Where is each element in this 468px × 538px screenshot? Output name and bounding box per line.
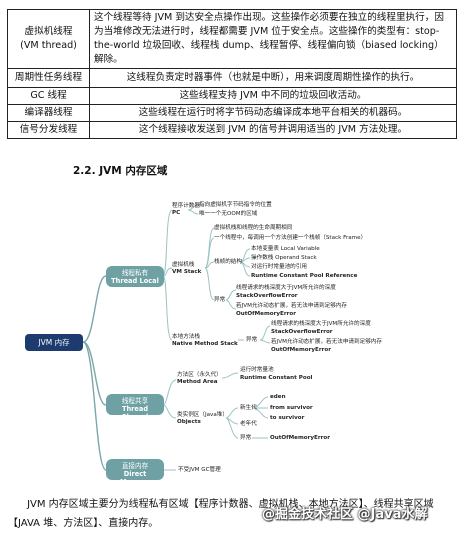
native-stack-exception-item: 若JVM允许动态扩展，若无法申请到足够内存 xyxy=(271,339,382,345)
young-gen-label: 新生代 xyxy=(240,405,257,411)
young-gen-item: eden xyxy=(270,394,286,400)
vm-stack-exception-label: 异常 xyxy=(214,297,226,303)
table-value: 这个线程等待 JVM 到达安全点操作出现。这些操作必须要在独立的线程里执行，因为… xyxy=(89,9,457,69)
watermark: @掘金技术社区 @Java水解 xyxy=(262,507,428,522)
vm-stack-exception-item: 线程请求的栈深度大于JVM所允许的深度 xyxy=(236,285,336,291)
method-area-label: 方法区（永久代） Method Area xyxy=(177,372,222,385)
native-stack-exception-label: 异常 xyxy=(246,337,258,343)
table-row: 信号分发线程 这个线程接收发送到 JVM 的信号并调用适当的 JVM 方法处理。 xyxy=(7,121,457,139)
old-gen-label: 老年代 xyxy=(240,421,257,427)
table-key: 虚拟机线程 (VM thread) xyxy=(7,9,90,69)
direct-memory-item: 不受JVM GC管理 xyxy=(178,467,221,473)
vm-stack-desc: 虚拟机栈和线程的生命周期相同 xyxy=(214,225,293,231)
native-stack-exception-item: StackOverflowError xyxy=(271,329,333,335)
node-thread-local: 线程私有 Thread Local xyxy=(106,266,164,287)
frame-item: 本地变量表 Local Variable xyxy=(251,246,320,252)
young-gen-item: to survivor xyxy=(270,415,305,421)
vm-stack-label: 虚拟机栈 VM Stack xyxy=(172,262,202,275)
pc-item: 唯一一个无OOM的区域 xyxy=(199,211,258,217)
vm-stack-exception-item: 若JVM允许动态扩展，若无法申请到足够内存 xyxy=(236,303,347,309)
vm-stack-exception-item: OutOfMemoryError xyxy=(236,311,296,317)
section-title: 2.2. JVM 内存区域 xyxy=(73,165,168,177)
heap-exception-item: OutOfMemoryError xyxy=(270,435,330,441)
method-area-item: Runtime Constant Pool xyxy=(240,375,313,381)
pc-label: 程序计数器 PC xyxy=(172,203,200,216)
method-area-item: 运行时常量池 xyxy=(240,367,274,373)
table-row: 周期性任务线程 这线程负责定时器事件（也就是中断），用来调度周期性操作的执行。 xyxy=(7,68,457,88)
frame-item: Runtime Constant Pool Reference xyxy=(251,273,358,279)
frame-structure-label: 栈帧的结构 xyxy=(214,259,242,265)
heap-label: 类实例区（Java堆） Objects xyxy=(177,412,228,425)
frame-item: 对运行时常量池的引用 xyxy=(251,264,307,270)
node-thread-shared: 线程共享 Thread Shared xyxy=(106,394,164,421)
frame-item: 操作数栈 Operand Stack xyxy=(251,255,317,261)
thread-table: 虚拟机线程 (VM thread) 这个线程等待 JVM 到达安全点操作出现。这… xyxy=(7,9,457,139)
vm-stack-desc: 一个线程中，每调用一个方法创建一个栈帧（Stack Frame） xyxy=(214,235,367,241)
table-value: 这个线程接收发送到 JVM 的信号并调用适当的 JVM 方法处理。 xyxy=(89,121,457,139)
table-row: 虚拟机线程 (VM thread) 这个线程等待 JVM 到达安全点操作出现。这… xyxy=(7,9,457,69)
node-direct-memory: 直接内存 Direct Memory xyxy=(106,459,164,486)
native-stack-exception-item: 线程请求的栈深度大于JVM所允许的深度 xyxy=(271,321,371,327)
table-key: 信号分发线程 xyxy=(7,121,90,139)
vm-stack-exception-item: StackOverflowError xyxy=(236,293,298,299)
table-row: 编译器线程 这些线程在运行时将字节码动态编译成本地平台相关的机器码。 xyxy=(7,104,457,122)
young-gen-item: from survivor xyxy=(270,405,313,411)
heap-exception-label: 异常 xyxy=(240,435,252,441)
native-stack-exception-item: OutOfMemoryError xyxy=(271,347,331,353)
native-stack-label: 本地方法栈 Native Method Stack xyxy=(172,334,238,347)
pc-item: 指向虚拟机字节码指令的位置 xyxy=(199,202,272,208)
mindmap-root: JVM 内存 xyxy=(25,334,83,351)
footer-paragraph: JVM 内存区域主要分为线程私有区域【程序计数器、虚拟机栈、本地方法区】、线程共… xyxy=(8,499,434,529)
